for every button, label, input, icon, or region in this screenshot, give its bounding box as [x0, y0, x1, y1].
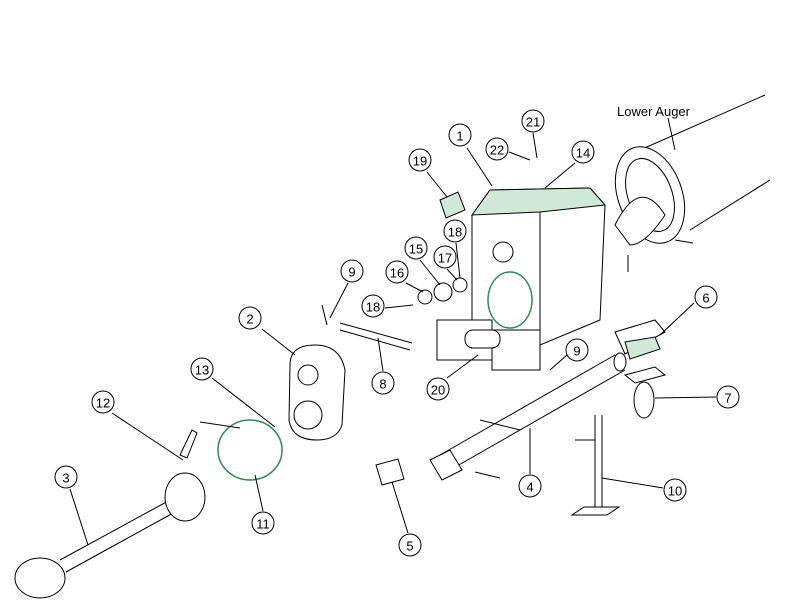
- callout-number: 19: [413, 154, 427, 169]
- callout-11: 11: [251, 511, 275, 535]
- callout-1: 1: [448, 123, 472, 147]
- callout-circle: [385, 260, 409, 284]
- callout-4: 4: [518, 474, 542, 498]
- callout-circle: [340, 259, 364, 283]
- callout-circle: [426, 377, 450, 401]
- clamp-part: [375, 458, 405, 486]
- gear-cover-part: [288, 344, 346, 441]
- callout-number: 18: [448, 225, 462, 240]
- callout-9: 9: [340, 259, 364, 283]
- callout-7: 7: [716, 385, 740, 409]
- callout-number: 14: [576, 146, 590, 161]
- callout-circle: [398, 533, 422, 557]
- callout-number: 12: [96, 396, 110, 411]
- callout-number: 16: [390, 266, 404, 281]
- callout-circle: [361, 294, 385, 318]
- callout-number: 11: [256, 517, 270, 532]
- callout-14: 14: [571, 140, 595, 164]
- callout-number: 9: [348, 265, 355, 280]
- callout-6: 6: [694, 285, 718, 309]
- callout-circle: [238, 306, 262, 330]
- callout-circle: [663, 478, 687, 502]
- callout-number: 10: [668, 484, 682, 499]
- callout-number: 18: [366, 300, 380, 315]
- callout-circle: [91, 390, 115, 414]
- callout-22: 22: [485, 137, 509, 161]
- callout-21: 21: [521, 109, 545, 133]
- callout-number: 20: [431, 383, 445, 398]
- callout-13: 13: [190, 357, 214, 381]
- callout-circle: [521, 109, 545, 133]
- callout-number: 5: [406, 539, 413, 554]
- callout-circle: [54, 465, 78, 489]
- pto-shaft-part: [14, 472, 206, 599]
- callout-number: 2: [246, 312, 253, 327]
- parts-drawing: [14, 94, 771, 599]
- shield-part: [179, 419, 283, 481]
- jack-stand-part: [570, 415, 621, 516]
- callout-circle: [408, 148, 432, 172]
- callout-circle: [694, 285, 718, 309]
- callout-circle: [565, 338, 589, 362]
- callout-number: 13: [195, 363, 209, 378]
- callout-number: 8: [379, 377, 386, 392]
- callout-18: 18: [361, 294, 385, 318]
- callout-circle: [371, 371, 395, 395]
- callout-12: 12: [91, 390, 115, 414]
- callout-number: 1: [456, 129, 463, 144]
- callout-number: 17: [438, 251, 452, 266]
- callout-number: 4: [526, 480, 533, 495]
- callout-16: 16: [385, 260, 409, 284]
- callout-number: 15: [409, 242, 423, 257]
- callout-circle: [190, 357, 214, 381]
- callout-15: 15: [404, 236, 428, 260]
- gasket-part: [439, 191, 466, 219]
- callout-2: 2: [238, 306, 262, 330]
- callout-circle: [404, 236, 428, 260]
- callout-10: 10: [663, 478, 687, 502]
- hitch-tube-part: [429, 352, 627, 481]
- leader-lines: [69, 117, 717, 546]
- callout-circle: [448, 123, 472, 147]
- callout-3: 3: [54, 465, 78, 489]
- callout-number: 7: [724, 391, 731, 406]
- lower-auger-part: [614, 94, 771, 272]
- shaft-part: [321, 304, 413, 351]
- callout-number: 9: [573, 344, 580, 359]
- callout-20: 20: [426, 377, 450, 401]
- callout-circle: [433, 245, 457, 269]
- callout-17: 17: [433, 245, 457, 269]
- callout-circle: [518, 474, 542, 498]
- lower-auger-label: Lower Auger: [617, 104, 691, 119]
- callout-5: 5: [398, 533, 422, 557]
- callout-number: 22: [490, 143, 504, 158]
- callout-9: 9: [565, 338, 589, 362]
- caster-wheel-part: [623, 366, 667, 419]
- callout-19: 19: [408, 148, 432, 172]
- callout-8: 8: [371, 371, 395, 395]
- callout-circle: [716, 385, 740, 409]
- callout-circle: [443, 219, 467, 243]
- callout-18: 18: [443, 219, 467, 243]
- callout-group: 1 21 22 14 19 18 15 17 16 18 9 9 2 8 20 6 7 13 12 4 10 3 11 5: [54, 109, 740, 557]
- callout-circle: [571, 140, 595, 164]
- callout-circle: [251, 511, 275, 535]
- mount-bracket-part: [614, 319, 666, 360]
- gearbox-housing-part: [436, 187, 607, 371]
- callout-number: 3: [62, 471, 69, 486]
- callout-circle: [485, 137, 509, 161]
- callout-number: 6: [702, 291, 709, 306]
- callout-number: 21: [526, 115, 540, 130]
